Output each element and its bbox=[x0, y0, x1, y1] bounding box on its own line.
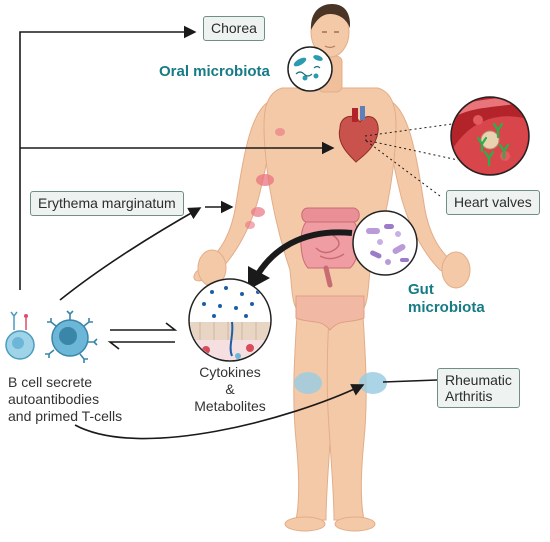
right-hand bbox=[441, 251, 471, 289]
gut-microbiota-label: Gut microbiota bbox=[408, 281, 485, 317]
b-cell-line2: autoantibodies bbox=[8, 391, 100, 407]
gut-microbiota-line2: microbiota bbox=[408, 299, 485, 316]
underwear bbox=[295, 295, 365, 331]
b-cell-icon bbox=[5, 311, 35, 360]
rheumatic-line1: Rheumatic bbox=[445, 372, 512, 388]
oral-microbiota-inset bbox=[287, 46, 333, 92]
gut-to-cytokines-arrow bbox=[255, 229, 353, 276]
gut-microbiota-line1: Gut bbox=[408, 281, 434, 298]
cytokines-line2: Metabolites bbox=[194, 398, 266, 414]
heart-zoom-line-bottom bbox=[364, 139, 459, 161]
rash-patches bbox=[245, 128, 285, 229]
cytokines-inset bbox=[188, 278, 272, 362]
left-foot bbox=[284, 516, 326, 532]
gut-microbiota-inset bbox=[352, 210, 418, 276]
t-cell-icon bbox=[45, 310, 98, 363]
equilibrium-back-arrow bbox=[107, 341, 175, 350]
cytokines-line1: Cytokines & bbox=[199, 364, 261, 397]
cytokines-metabolites-label: Cytokines & Metabolites bbox=[193, 364, 267, 415]
erythema-marginatum-label: Erythema marginatum bbox=[30, 191, 184, 216]
right-foot bbox=[334, 516, 376, 532]
heart-valves-pointer bbox=[364, 139, 441, 197]
b-cell-description: B cell secrete autoantibodies and primed… bbox=[8, 374, 122, 425]
rheumatic-line2: Arthritis bbox=[445, 388, 493, 404]
heart-valves-inset bbox=[450, 96, 530, 176]
right-leg bbox=[326, 299, 367, 521]
chorea-label: Chorea bbox=[203, 16, 265, 41]
equilibrium-forward-arrow bbox=[110, 322, 178, 331]
left-knee-joint bbox=[294, 372, 322, 394]
oral-microbiota-label: Oral microbiota bbox=[159, 63, 270, 80]
arthritis-line bbox=[74, 384, 365, 440]
heart-organ bbox=[338, 106, 379, 163]
b-cell-line1: B cell secrete bbox=[8, 374, 93, 390]
b-cell-line3: and primed T-cells bbox=[8, 408, 123, 424]
arthritis-pointer bbox=[382, 379, 438, 383]
rheumatic-arthritis-label: Rheumatic Arthritis bbox=[437, 368, 520, 408]
hair bbox=[310, 4, 351, 30]
heart-valves-label: Heart valves bbox=[446, 190, 540, 215]
human-body bbox=[193, 4, 471, 532]
trunk-line bbox=[19, 25, 197, 290]
connectors bbox=[19, 25, 459, 440]
right-knee-joint bbox=[359, 372, 387, 394]
erythema-line bbox=[59, 207, 202, 301]
